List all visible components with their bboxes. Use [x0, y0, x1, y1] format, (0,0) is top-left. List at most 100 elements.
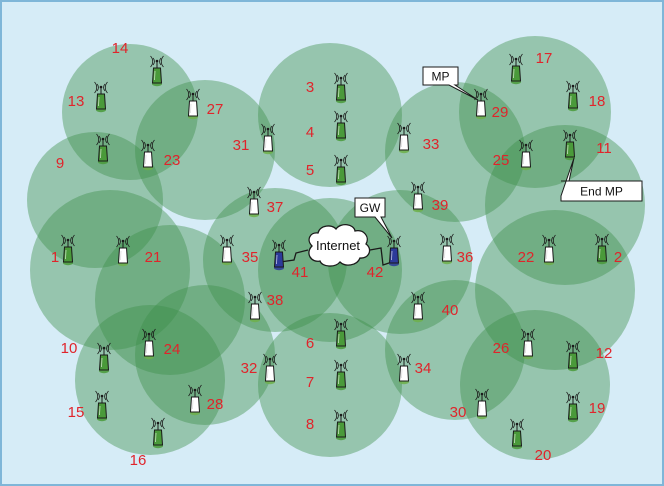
node-number-label: 24	[164, 341, 181, 358]
coverage-circle	[95, 225, 245, 375]
mesh-point-icon	[521, 328, 535, 360]
mesh-point-icon	[542, 234, 556, 266]
mesh-point-icon	[475, 388, 489, 420]
gateway-link	[369, 247, 393, 266]
node-number-label: 31	[233, 137, 250, 154]
node-number-label: 33	[423, 136, 440, 153]
coverage-circle	[62, 44, 198, 180]
node-number-label: 27	[207, 101, 224, 118]
mesh-point-icon	[334, 154, 348, 186]
mesh-point-icon	[334, 359, 348, 391]
coverage-circle	[135, 285, 275, 425]
node-number-label: 11	[596, 140, 612, 157]
node-number-label: 7	[306, 374, 314, 391]
coverage-circle	[385, 82, 525, 222]
mp-callout-label: MP	[432, 70, 450, 84]
node-number-label: 41	[292, 264, 309, 281]
mesh-point-icon	[61, 234, 75, 266]
coverage-circle	[27, 132, 163, 268]
mesh-point-icon	[566, 80, 580, 112]
node-number-label: 30	[450, 404, 467, 421]
coverage-circle	[475, 210, 635, 370]
node-number-label: 36	[457, 249, 474, 266]
gateway-link	[279, 249, 309, 263]
mesh-point-icon	[411, 181, 425, 213]
mesh-point-icon	[566, 391, 580, 423]
mesh-point-icon	[247, 186, 261, 218]
mesh-point-icon	[474, 88, 488, 120]
mesh-point-icon	[334, 409, 348, 441]
mesh-point-icon	[150, 55, 164, 87]
coverage-circle	[460, 310, 610, 460]
node-number-label: 35	[242, 249, 259, 266]
mesh-point-icon	[151, 417, 165, 449]
node-number-label: 28	[207, 396, 224, 413]
mesh-point-icon	[96, 133, 110, 165]
mesh-point-icon	[566, 340, 580, 372]
mesh-point-icon	[116, 235, 130, 267]
coverage-circle	[328, 190, 472, 334]
mesh-point-icon	[220, 234, 234, 266]
mesh-point-icon	[440, 233, 454, 265]
internet-label: Internet	[316, 238, 360, 253]
node-number-label: 21	[145, 249, 162, 266]
node-number-label: 38	[267, 292, 284, 309]
node-number-label: 19	[589, 400, 606, 417]
end-mp-callout: End MP	[560, 157, 643, 202]
gw-callout: GW	[354, 197, 393, 239]
node-number-label: 22	[518, 249, 535, 266]
node-number-label: 42	[367, 264, 384, 281]
mp-callout: MP	[422, 66, 479, 101]
node-number-label: 6	[306, 335, 314, 352]
node-number-label: 3	[306, 79, 314, 96]
mesh-point-icon	[595, 233, 609, 265]
gateway-device-icon	[272, 239, 286, 271]
node-number-label: 32	[241, 360, 258, 377]
mesh-point-icon	[248, 291, 262, 323]
mesh-point-icon	[94, 81, 108, 113]
mesh-point-icon	[263, 353, 277, 385]
node-number-label: 16	[130, 452, 147, 469]
coverage-circle	[258, 43, 402, 187]
mesh-point-icon	[188, 384, 202, 416]
node-number-label: 39	[432, 197, 449, 214]
node-number-label: 15	[68, 404, 85, 421]
nodes	[61, 53, 609, 450]
coverage-circle	[30, 190, 190, 350]
coverage-circle	[258, 313, 402, 457]
node-number-label: 25	[493, 152, 510, 169]
mesh-point-icon	[509, 53, 523, 85]
callouts: MP GW End MP	[354, 66, 643, 239]
node-number-label: 10	[61, 340, 78, 357]
node-number-label: 40	[442, 302, 459, 319]
mesh-point-icon	[186, 88, 200, 120]
end-mp-callout-label: End MP	[580, 185, 623, 199]
node-number-label: 14	[112, 40, 129, 57]
mesh-point-icon	[141, 139, 155, 171]
node-number-label: 13	[68, 93, 85, 110]
links	[279, 247, 393, 266]
node-number-label: 17	[536, 50, 553, 67]
node-number-label: 8	[306, 416, 314, 433]
mesh-point-icon	[97, 342, 111, 374]
node-number-label: 1	[51, 249, 59, 266]
node-number-label: 20	[535, 447, 552, 464]
node-number-label: 37	[267, 199, 284, 216]
mesh-point-icon	[510, 418, 524, 450]
mesh-point-icon	[397, 353, 411, 385]
node-number-label: 4	[306, 124, 314, 141]
mesh-point-icon	[334, 110, 348, 142]
internet-cloud: Internet	[308, 224, 371, 267]
mesh-point-icon	[334, 318, 348, 350]
mesh-point-icon	[563, 129, 577, 161]
mesh-point-icon	[95, 390, 109, 422]
mesh-point-icon	[519, 139, 533, 171]
coverage-circle	[135, 80, 275, 220]
node-number-label: 5	[306, 162, 314, 179]
node-number-label: 18	[589, 93, 606, 110]
node-number-label: 29	[492, 104, 509, 121]
node-number-label: 2	[614, 249, 622, 266]
gw-callout-label: GW	[360, 201, 381, 215]
